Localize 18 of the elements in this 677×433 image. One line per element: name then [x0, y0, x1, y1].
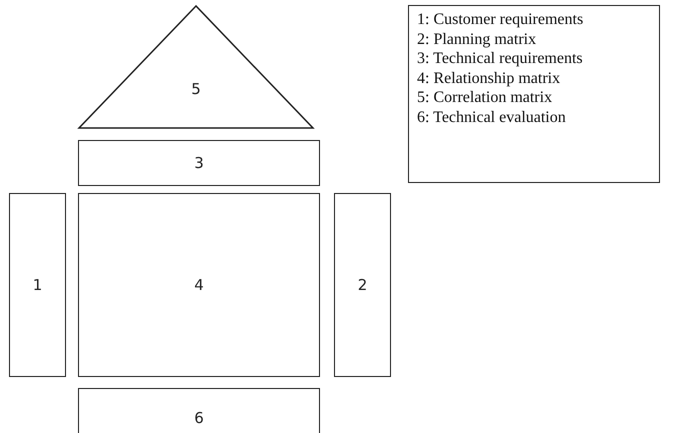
legend-box — [408, 5, 660, 183]
section-number: 2 — [358, 276, 368, 294]
section-number: 1 — [32, 276, 42, 294]
section-box — [9, 193, 66, 377]
section-box — [334, 193, 391, 377]
section-number: 5 — [191, 80, 201, 98]
section-box — [78, 388, 320, 433]
legend-entry: 4: Relationship matrix — [417, 68, 562, 88]
section-number: 3 — [194, 154, 204, 172]
legend-entry: 6: Technical evaluation — [417, 108, 567, 127]
section-number: 4 — [194, 276, 204, 294]
section-box — [78, 140, 320, 186]
section-number: 6 — [194, 409, 204, 427]
legend-entry: 3: Technical requirements — [417, 49, 584, 68]
legend-entry: 1: Customer requirements — [417, 10, 584, 30]
legend-entry: 2: Planning matrix — [417, 30, 538, 49]
legend-entry: 5: Correlation matrix — [417, 88, 554, 108]
section-box — [78, 193, 320, 377]
